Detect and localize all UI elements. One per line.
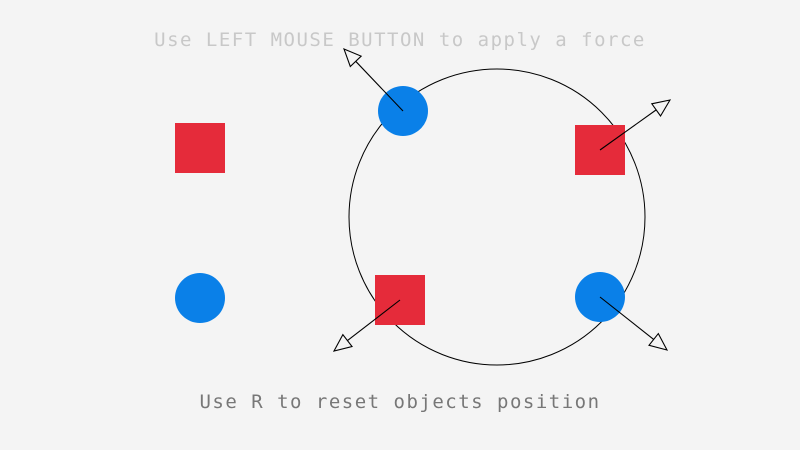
body-square-square-left-upper[interactable] <box>175 123 225 173</box>
arrow-head-icon <box>343 48 363 68</box>
force-arrow-square-center-lower <box>332 299 401 352</box>
hint-text-reset-position: Use R to reset objects position <box>199 391 601 413</box>
arrow-shaft <box>355 60 404 112</box>
body-circle-circle-left-lower[interactable] <box>175 273 225 323</box>
arrow-shaft <box>599 296 655 340</box>
arrow-shaft <box>599 109 657 151</box>
arrow-head-icon <box>650 99 672 117</box>
force-arrow-square-right-upper <box>599 99 672 151</box>
arrow-head-icon <box>648 332 669 351</box>
arrow-head-icon <box>332 333 353 352</box>
boundary-circle-outline <box>348 68 646 366</box>
arrow-shaft <box>347 299 401 342</box>
force-arrow-circle-right-lower <box>599 296 669 351</box>
hint-text-apply-force: Use LEFT MOUSE BUTTON to apply a force <box>154 29 646 51</box>
force-arrow-circle-top <box>343 48 404 112</box>
